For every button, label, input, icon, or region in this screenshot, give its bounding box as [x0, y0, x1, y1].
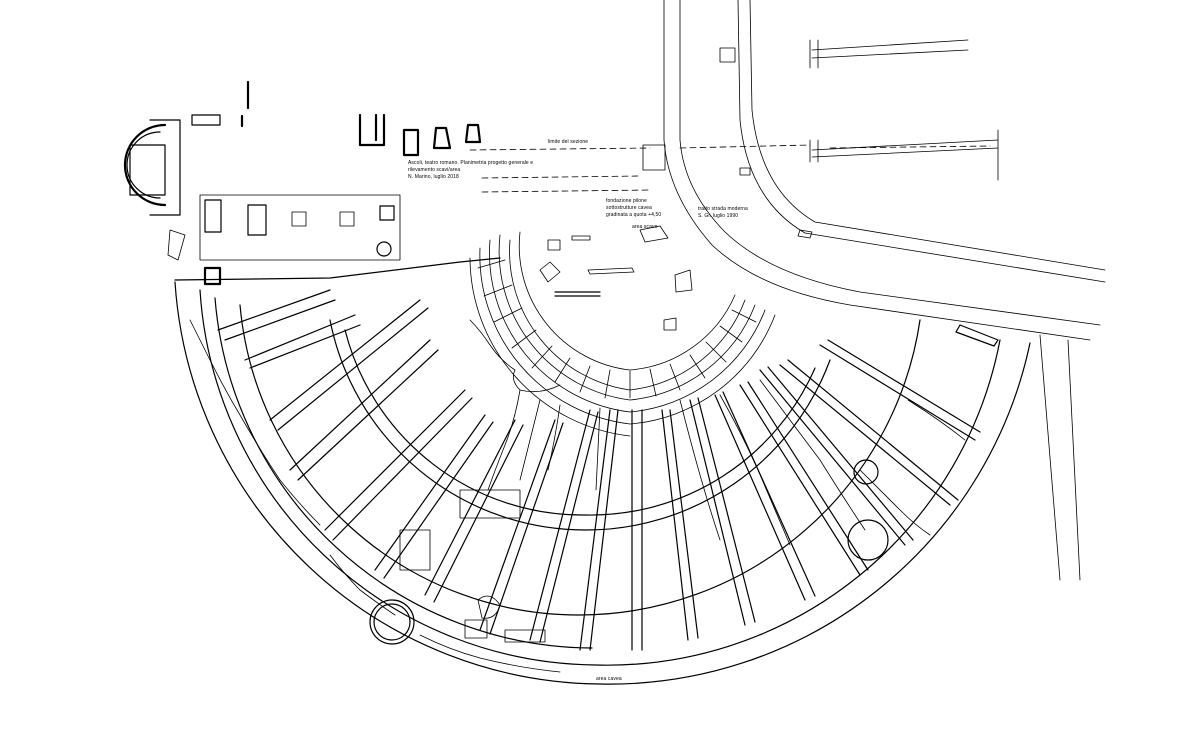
main-caption: Ascoli, teatro romano. Planimetria proge… [408, 160, 533, 181]
mid-note-line-2: sottostrutture cavea [606, 205, 652, 211]
right-note-line-2: S. Gr. luglio 1990 [698, 213, 739, 219]
bottom-note: area cavea [596, 676, 622, 683]
outer-enclosure-rings [174, 281, 1031, 685]
small-note: area scavo [632, 224, 657, 231]
orchestra-top-features [539, 144, 999, 347]
rubble-outlines [189, 319, 966, 673]
bottom-note-text: area cavea [596, 676, 622, 682]
right-note-line-1: tratto strada moderna [698, 206, 748, 212]
top-note-text: limite del sezione [548, 139, 589, 145]
main-caption-line-3: N. Marino, luglio 2018 [408, 174, 459, 180]
mid-note-line-1: fondazione pilone [606, 198, 647, 204]
mid-note-line-3: gradinata a quota +4,50 [606, 212, 662, 218]
building-remains [123, 80, 501, 286]
survey-dashed-lines [469, 144, 991, 193]
small-note-text: area scavo [632, 224, 658, 230]
radial-walls [217, 289, 981, 651]
mid-note: fondazione pilone sottostrutture cavea g… [606, 198, 661, 219]
modern-road-outlines [663, 0, 1106, 581]
circular-features [369, 241, 889, 645]
main-caption-line-1: Ascoli, teatro romano. Planimetria proge… [408, 160, 534, 166]
top-note: limite del sezione [548, 139, 588, 146]
right-note: tratto strada moderna S. Gr. luglio 1990 [698, 206, 748, 220]
orchestra-arcs [469, 231, 776, 437]
main-caption-line-2: rilevamento scavi/area [408, 167, 461, 173]
seating-grid [477, 259, 757, 399]
entrance-block [399, 489, 546, 643]
